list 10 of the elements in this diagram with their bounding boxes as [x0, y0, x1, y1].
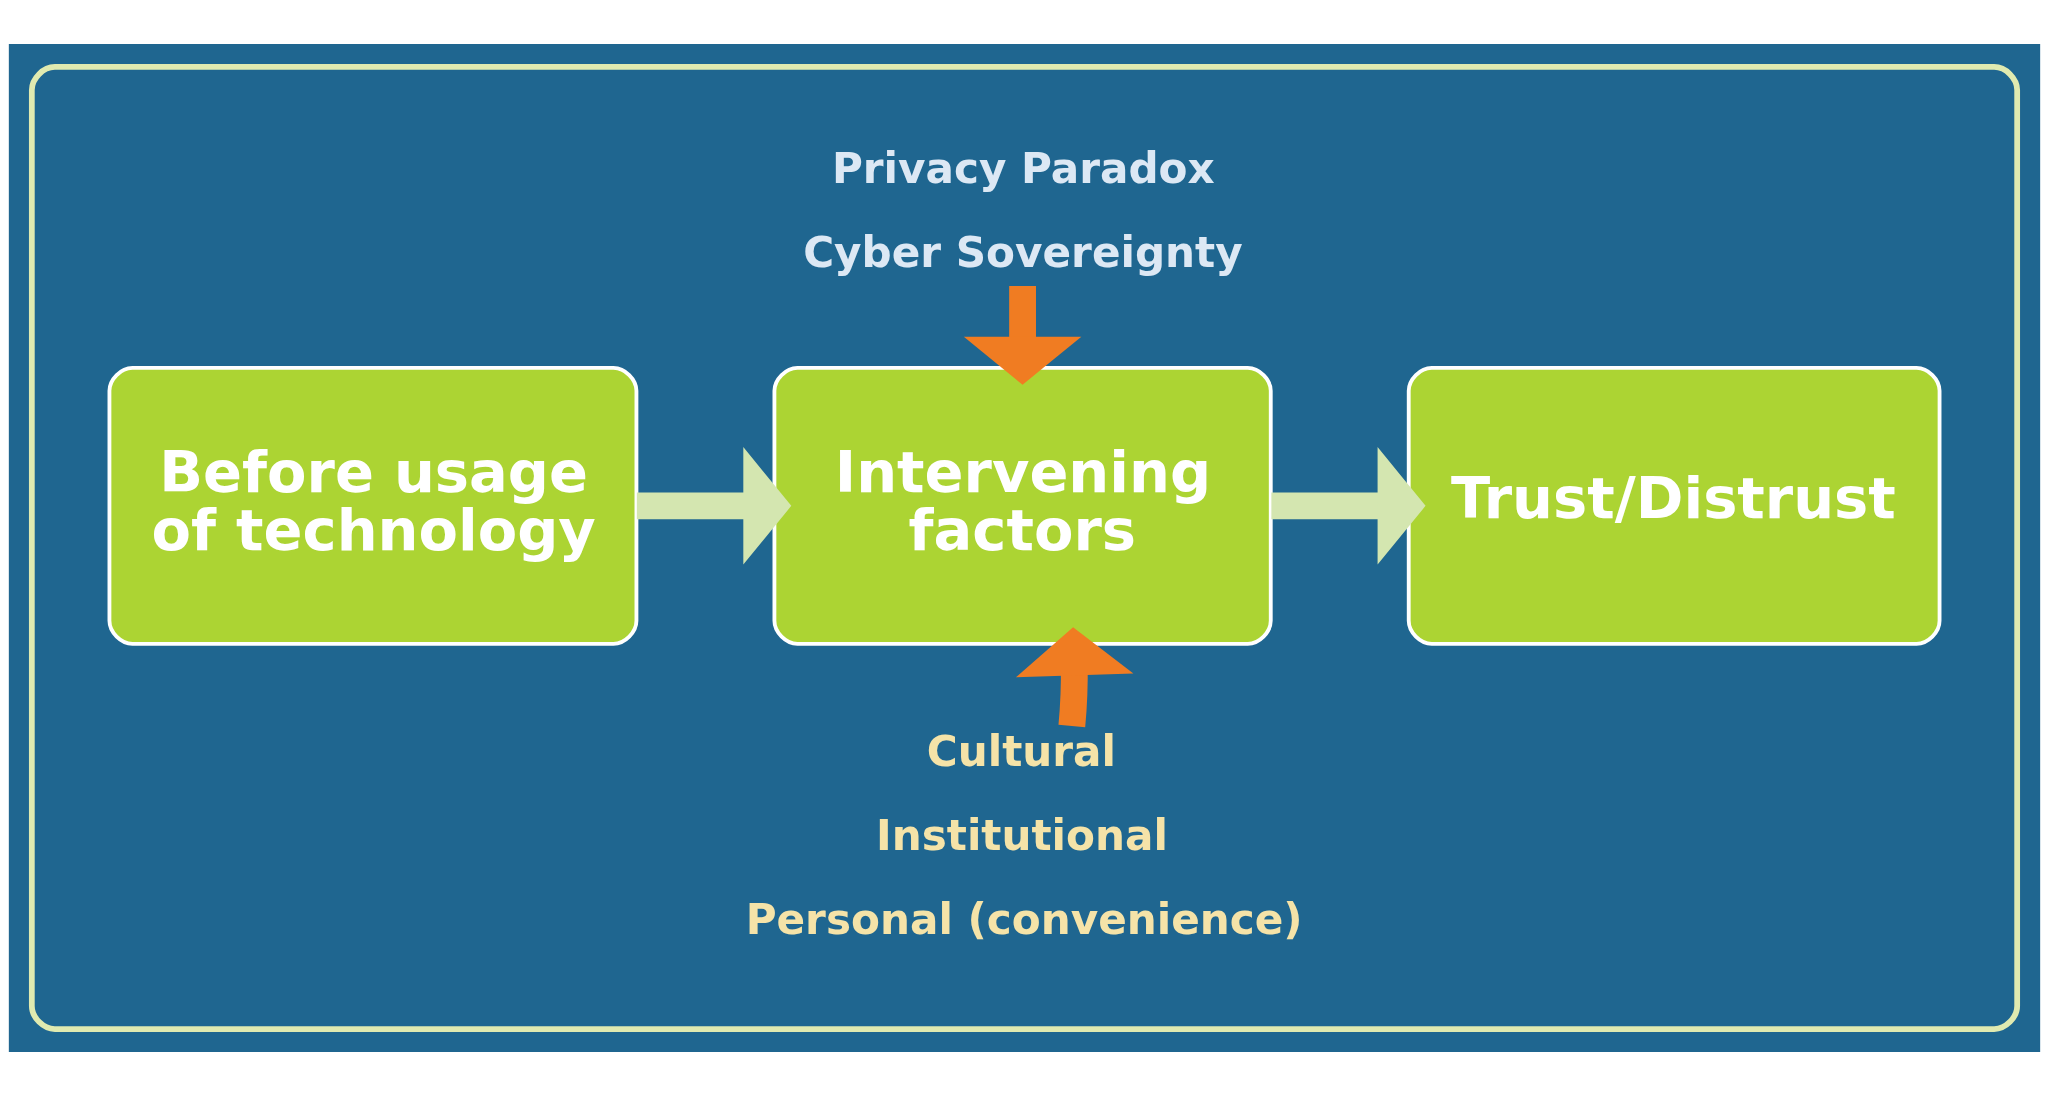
node-text: Privacy Paradox Cyber Sovereignty — [803, 144, 1243, 278]
arrow — [1015, 627, 1134, 728]
node-box: Intervening factors — [772, 365, 1273, 646]
node-text: Cultural Institutional Personal (convenience) — [745, 726, 1303, 945]
arrow — [636, 447, 792, 565]
node-box: Trust/Distrust — [1406, 365, 1942, 646]
cluster — [28, 64, 2021, 1032]
arrow — [1271, 447, 1426, 565]
node-box: Before usage of technology — [107, 365, 639, 646]
arrow — [963, 286, 1082, 385]
